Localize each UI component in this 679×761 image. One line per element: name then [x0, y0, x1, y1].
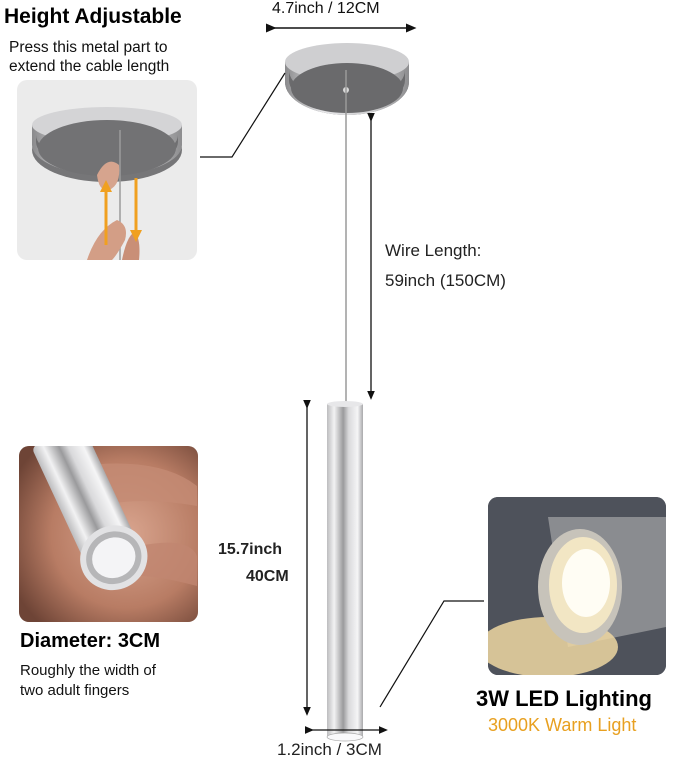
led-photo: [488, 497, 666, 675]
led-title: 3W LED Lighting: [476, 686, 652, 711]
tube-height-inch: 15.7inch: [218, 541, 283, 558]
wire-length-label: Wire Length:: [385, 241, 482, 260]
canopy-width-label: 4.7inch / 12CM: [272, 0, 380, 17]
led-subtitle: 3000K Warm Light: [488, 715, 637, 735]
tube-height-cm: 40CM: [246, 568, 289, 585]
canopy-image: [285, 43, 409, 115]
diameter-desc-2: two adult fingers: [20, 682, 130, 699]
height-adjustable-title: Height Adjustable: [4, 5, 182, 28]
height-adjustable-desc-2: extend the cable length: [9, 58, 170, 75]
tube-width-label: 1.2inch / 3CM: [277, 740, 382, 759]
wire-length-value: 59inch (150CM): [385, 271, 506, 290]
diameter-photo: [19, 446, 198, 622]
height-adjust-photo: [17, 80, 197, 260]
diameter-desc-1: Roughly the width of: [20, 662, 156, 679]
diameter-title: Diameter: 3CM: [20, 630, 161, 652]
height-adjustable-desc-1: Press this metal part to: [9, 39, 168, 56]
pendant-tube-image: [326, 401, 364, 742]
